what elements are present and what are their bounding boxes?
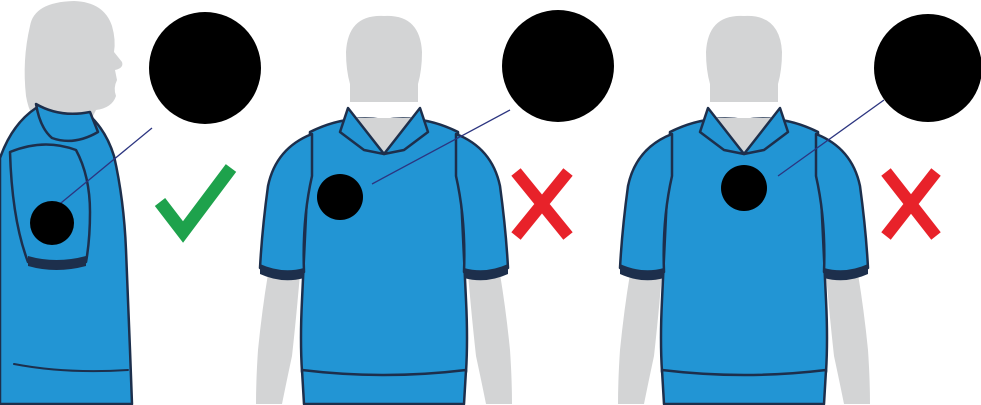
side-view-person	[0, 1, 132, 404]
front-person-a	[256, 16, 512, 404]
front-b-zoom-circle	[874, 14, 981, 122]
front-a-hem	[302, 370, 466, 404]
front-b-left-arm	[618, 274, 662, 404]
front-a-left-arm	[256, 274, 300, 404]
front-a-badge-marker	[317, 174, 363, 220]
front-b-sleeve-left	[620, 134, 672, 274]
side-badge-marker	[30, 201, 74, 245]
front-b-hem	[662, 370, 826, 404]
front-a-zoom-circle	[502, 10, 614, 122]
front-a-torso	[301, 119, 467, 377]
front-a-right-arm	[468, 274, 512, 404]
front-b-sleeve-right	[816, 134, 868, 274]
front-b-right-arm	[826, 274, 870, 404]
panel-front-view-b	[618, 14, 981, 404]
panel-front-view-a	[256, 10, 614, 404]
cross-mark-icon	[886, 172, 936, 236]
cross-mark-icon	[516, 172, 568, 236]
front-b-torso	[661, 119, 827, 377]
panel-side-view	[0, 1, 261, 404]
check-mark-icon	[160, 168, 231, 232]
front-a-sleeve-left	[260, 134, 312, 274]
front-a-sleeve-right	[456, 134, 508, 274]
side-zoom-circle	[149, 12, 261, 124]
front-a-head	[346, 16, 422, 102]
front-b-badge-marker	[721, 165, 767, 211]
front-b-head	[706, 16, 782, 102]
